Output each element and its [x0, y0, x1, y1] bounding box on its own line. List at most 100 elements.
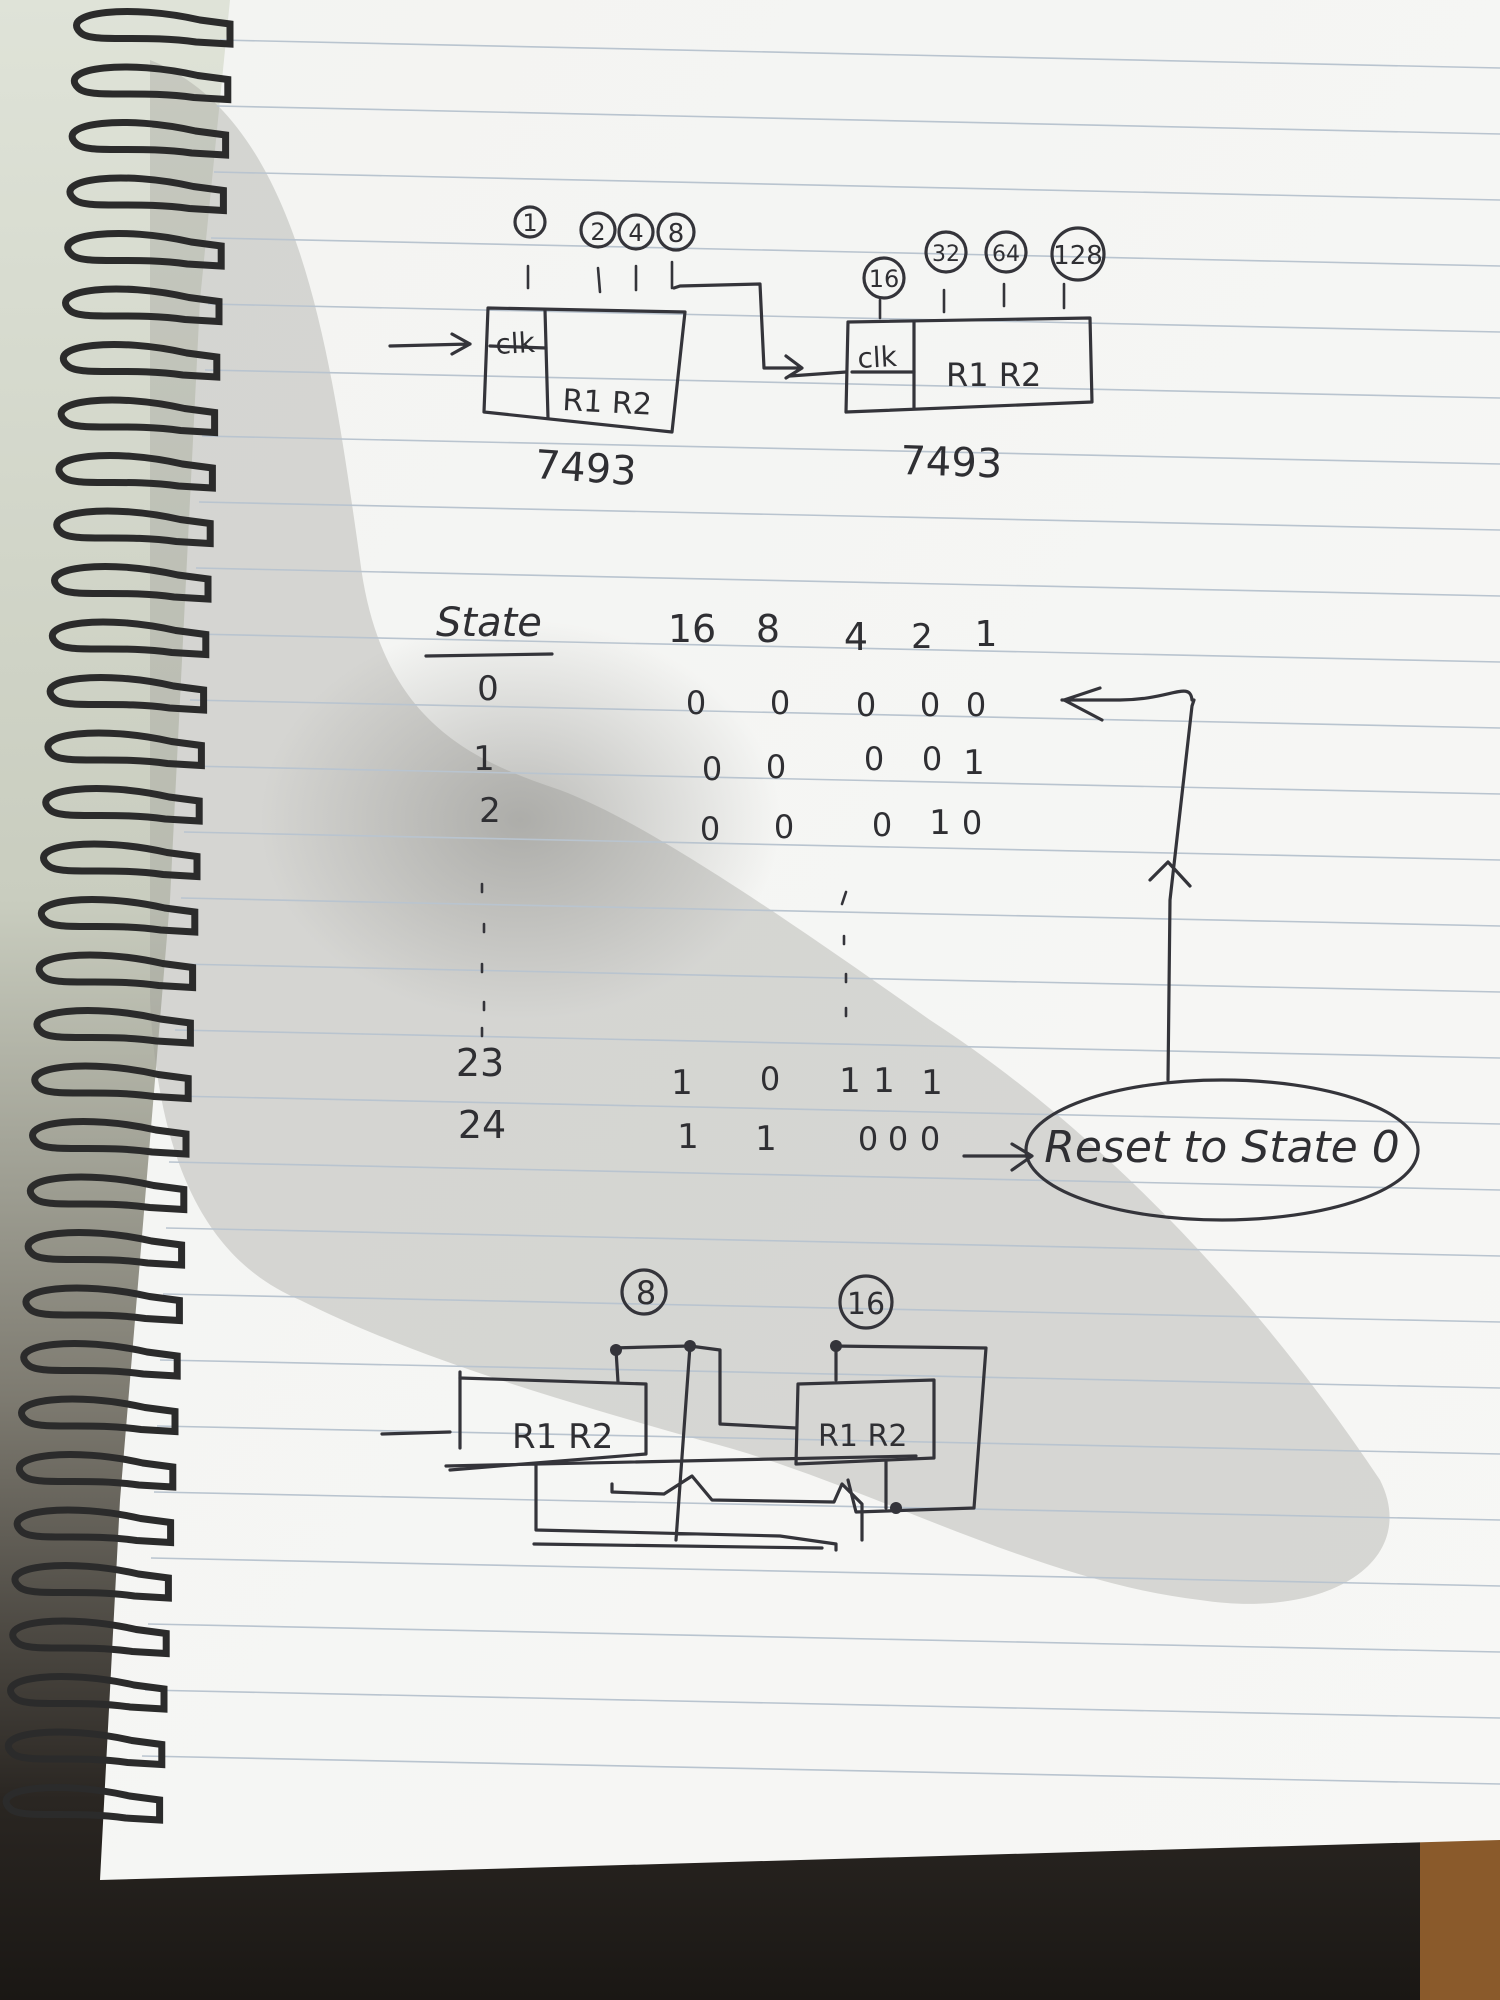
row-bit-16: 0 — [700, 810, 720, 848]
ruled-line — [204, 369, 1500, 399]
tap-16-label: 16 — [847, 1287, 885, 1322]
output-8-circle — [656, 212, 696, 252]
spiral-ring — [37, 895, 199, 936]
chip-b-reset-label: R1 R2 — [946, 356, 1041, 394]
ruled-line — [195, 567, 1500, 597]
reset-chip-a-label: R1 R2 — [512, 1417, 613, 1457]
chip-a-reset-label: R1 R2 — [562, 383, 653, 423]
row-bit-8: 0 — [760, 1060, 780, 1098]
spiral-ring — [73, 7, 234, 48]
row-bit-4: 0 — [872, 806, 892, 844]
row-bit-8: 0 — [766, 748, 786, 786]
table-row: 2 0 0 0 1 0 — [479, 791, 982, 848]
spiral-ring — [35, 951, 197, 992]
reset-chip-a — [448, 1376, 648, 1472]
ruled-line — [174, 1029, 1500, 1059]
hand-shadow — [150, 60, 1390, 1604]
spiral-ring — [68, 118, 230, 159]
ruled-line — [210, 237, 1500, 267]
spiral-ring — [11, 1561, 172, 1602]
spiral-binding — [2, 7, 234, 1824]
spiral-ring — [57, 396, 219, 437]
row-bit-4: 0 — [856, 686, 876, 724]
bit-header-1: 1 — [975, 614, 998, 655]
output-32-label: 32 — [932, 242, 960, 267]
spiral-ring — [66, 174, 227, 215]
ruled-line — [189, 699, 1500, 729]
state-table: State 16 8 4 2 1 0 0 0 0 0 0 1 0 0 0 0 1 — [424, 600, 1420, 1222]
row-state: 1 — [473, 739, 495, 779]
row-bit-16: 0 — [702, 750, 722, 788]
row-bit-1: 1 — [921, 1063, 943, 1103]
spiral-ring — [2, 1783, 164, 1824]
table-row: 1 0 0 0 0 1 — [473, 739, 985, 788]
ruled-lines — [141, 39, 1500, 1785]
hand-shadow-soft — [260, 620, 780, 1020]
bit-header-2: 2 — [911, 617, 933, 657]
bit-header-row: 16 8 4 2 1 — [668, 607, 998, 659]
spiral-ring — [44, 729, 205, 770]
ruled-line — [207, 303, 1500, 333]
reset-note-ellipse — [1024, 1078, 1420, 1222]
chip-b-clock-label: clk — [857, 340, 899, 375]
spiral-ring — [48, 618, 210, 659]
row-state: 24 — [458, 1103, 506, 1147]
spiral-ring — [42, 784, 203, 825]
ruled-line — [186, 765, 1500, 795]
counter-diagram: clk R1 R2 7493 1 2 4 8 clk R1 R2 7493 — [388, 205, 1106, 495]
spiral-ring — [7, 1672, 168, 1713]
spiral-ring — [22, 1284, 183, 1325]
reset-arrow — [962, 1142, 1034, 1172]
row-bit-4: 0 — [864, 740, 884, 778]
row-bit-8: 0 — [770, 684, 790, 722]
reset-chip-b-label: R1 R2 — [818, 1419, 907, 1454]
reset-diagram: R1 R2 R1 R2 8 16 — [380, 1268, 988, 1552]
chip-b-part-number: 7493 — [900, 438, 1003, 488]
ruled-line — [183, 831, 1500, 861]
ruled-line — [147, 1623, 1500, 1653]
tap-8-label: 8 — [636, 1274, 656, 1312]
table-row: 24 1 1 0 0 0 — [458, 1103, 940, 1159]
chip-a: clk R1 R2 7493 1 2 4 8 — [388, 205, 696, 495]
output-64-circle — [984, 230, 1028, 274]
row-bit-2: 0 — [922, 740, 942, 778]
row-state: 2 — [479, 791, 501, 831]
spiral-ring — [62, 285, 223, 326]
output-4-label: 4 — [628, 219, 643, 247]
reset-wiring — [444, 1344, 988, 1552]
ruled-line — [141, 1755, 1500, 1785]
ruled-line — [150, 1557, 1500, 1587]
spiral-ring — [33, 1006, 194, 1047]
ruled-line — [216, 105, 1500, 135]
table-row: 23 1 0 1 1 1 — [456, 1041, 943, 1103]
reset-chip-b — [794, 1378, 936, 1466]
ruled-line — [162, 1293, 1500, 1323]
ruled-line — [168, 1161, 1500, 1191]
spiral-ring — [53, 507, 214, 548]
spiral-ring — [70, 63, 232, 104]
bit-header-8: 8 — [756, 607, 780, 651]
row-bit-16: 1 — [677, 1117, 699, 1157]
output-1-circle — [513, 205, 547, 239]
output-1-label: 1 — [522, 209, 537, 237]
notebook-page — [100, 0, 1500, 1880]
tap-8-circle — [620, 1268, 668, 1316]
row-bit-16: 0 — [686, 684, 706, 722]
ruled-line — [156, 1425, 1500, 1455]
state-header: State — [436, 600, 542, 646]
spiral-ring — [51, 562, 212, 603]
reset-note: Reset to State 0 — [1044, 1122, 1399, 1173]
row-state: 23 — [456, 1041, 504, 1085]
spiral-ring — [26, 1173, 188, 1214]
output-2-label: 2 — [590, 218, 605, 246]
ruled-line — [198, 501, 1500, 531]
ruled-line — [165, 1227, 1500, 1257]
row-bit-1: 0 — [962, 804, 982, 842]
spiral-ring — [64, 229, 225, 270]
spiral-ring — [15, 1450, 177, 1491]
output-32-circle — [924, 230, 968, 274]
ruled-line — [201, 435, 1500, 465]
row-state: 0 — [477, 669, 499, 709]
spiral-ring — [20, 1339, 181, 1380]
